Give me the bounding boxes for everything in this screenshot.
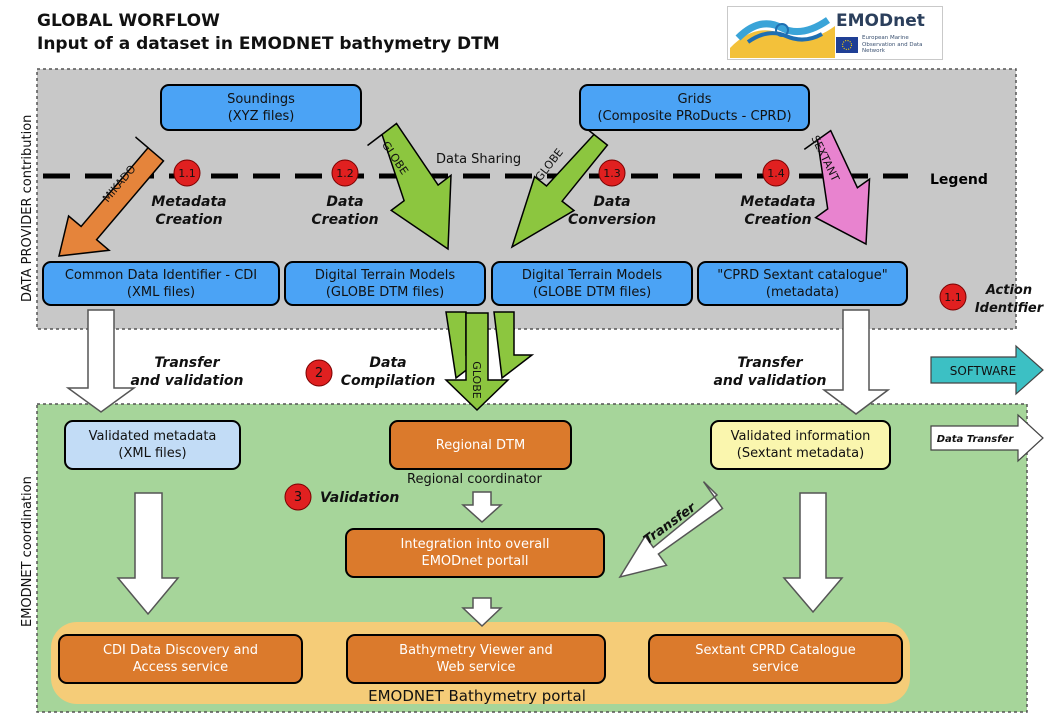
sextant-service-box: Sextant CPRD Catalogue service [648, 634, 903, 684]
badge-1-4-text: 1.4 [767, 167, 785, 180]
dtm-conv-box: Digital Terrain Models (GLOBE DTM files) [491, 261, 693, 306]
validated-metadata-box: Validated metadata (XML files) [64, 420, 241, 470]
regional-dtm-box: Regional DTM [389, 420, 572, 470]
integration-line2: EMODnet portall [421, 554, 529, 569]
cdi-box: Common Data Identifier - CDI (XML files) [42, 261, 280, 306]
badge-3-text: 3 [294, 490, 302, 505]
logo-wave-icon [730, 8, 835, 58]
integration-box: Integration into overall EMODnet portall [345, 528, 605, 578]
action-3-label: Validation [320, 490, 400, 506]
dtm-globe-line2: (GLOBE DTM files) [325, 284, 445, 300]
regional-coordinator-label: Regional coordinator [407, 472, 542, 487]
validated-metadata-line2: (XML files) [118, 446, 187, 461]
legend-title: Legend [930, 172, 988, 188]
title-line-1: GLOBAL WORFLOW [37, 11, 220, 31]
badge-1-1-text: 1.1 [178, 167, 196, 180]
arrow-regional-to-integration [461, 491, 503, 524]
legend-badge [939, 283, 967, 311]
arrow-validated-info-to-sextant [782, 492, 844, 614]
cdi-service-line2: Access service [132, 660, 229, 675]
integration-line1: Integration into overall [400, 537, 550, 552]
globe-arrow-1 [367, 122, 452, 251]
cdi-service-box: CDI Data Discovery and Access service [58, 634, 303, 684]
dtm-globe-line1: Digital Terrain Models [314, 267, 456, 283]
mikado-arrow [58, 136, 165, 257]
dtm-conv-line1: Digital Terrain Models [521, 267, 663, 283]
grids-line2: (Composite PRoDucts - CPRD) [597, 108, 792, 124]
badge-1-3-text: 1.3 [603, 167, 621, 180]
logo-brand: EMODnet [836, 11, 925, 31]
dtm-conv-line2: (GLOBE DTM files) [532, 284, 652, 300]
globe-compilation-arrow [444, 311, 535, 412]
globe-compilation-label: GLOBE [470, 361, 483, 398]
transfer-arrow-right [821, 309, 891, 415]
legend-badge-text: 1.1 [944, 291, 962, 304]
cdi-line2: (XML files) [126, 284, 196, 300]
badge-1-2-text: 1.2 [336, 167, 354, 180]
badge-2-text: 2 [315, 366, 323, 381]
soundings-box: Soundings (XYZ files) [160, 84, 362, 131]
bathymetry-viewer-line1: Bathymetry Viewer and [399, 643, 553, 658]
bathymetry-viewer-box: Bathymetry Viewer and Web service [346, 634, 606, 684]
sextant-arrow [803, 129, 871, 246]
soundings-line1: Soundings [227, 91, 295, 107]
regional-dtm-label: Regional DTM [435, 437, 526, 453]
data-sharing-label: Data Sharing [436, 152, 522, 167]
emodnet-logo: EMODnet European Marine Observation and … [727, 6, 943, 60]
sextant-service-line2: service [752, 660, 799, 675]
bathymetry-viewer-line2: Web service [436, 660, 516, 675]
sextant-service-line1: Sextant CPRD Catalogue [695, 643, 856, 658]
validated-info-line2: (Sextant metadata) [736, 446, 865, 461]
badge-1-4 [762, 159, 790, 187]
coordination-zone-label: EMODNET coordination [20, 476, 35, 627]
transfer-arrow-diagonal [618, 481, 724, 579]
soundings-line2: (XYZ files) [227, 108, 295, 124]
logo-subtitle: European Marine Observation and Data Net… [862, 35, 923, 54]
legend-data-transfer-label: Data Transfer [937, 434, 1015, 445]
badge-1-3 [598, 159, 626, 187]
badge-1-1 [173, 159, 201, 187]
globe-arrow-2 [510, 123, 609, 249]
badge-1-2 [331, 159, 359, 187]
validated-info-box: Validated information (Sextant metadata) [710, 420, 891, 470]
legend-software-label: SOFTWARE [950, 364, 1016, 378]
cdi-line1: Common Data Identifier - CDI [64, 267, 258, 283]
validated-metadata-line1: Validated metadata [88, 429, 217, 444]
legend-data-transfer-arrow [930, 413, 1044, 463]
badge-2 [305, 359, 333, 387]
legend-software-arrow [930, 344, 1044, 396]
badge-3 [284, 483, 312, 511]
cdi-service-line1: CDI Data Discovery and [102, 643, 259, 658]
cprd-sextant-line1: "CPRD Sextant catalogue" [717, 267, 888, 283]
grids-box: Grids (Composite PRoDucts - CPRD) [579, 84, 810, 131]
validated-info-line1: Validated information [730, 429, 871, 444]
provider-zone-label: DATA PROVIDER contribution [20, 114, 35, 302]
arrow-validated-metadata-to-cdi [116, 492, 180, 616]
transfer-arrow-left [65, 309, 137, 413]
grids-line1: Grids [677, 91, 712, 107]
cprd-sextant-box: "CPRD Sextant catalogue" (metadata) [697, 261, 908, 306]
portal-label: EMODNET Bathymetry portal [368, 687, 586, 705]
arrow-integration-to-viewer [461, 597, 503, 628]
cprd-sextant-line2: (metadata) [765, 284, 840, 300]
dtm-globe-box: Digital Terrain Models (GLOBE DTM files) [284, 261, 486, 306]
eu-flag-icon [836, 37, 858, 53]
title-line-2: Input of a dataset in EMODNET bathymetry… [37, 34, 500, 54]
